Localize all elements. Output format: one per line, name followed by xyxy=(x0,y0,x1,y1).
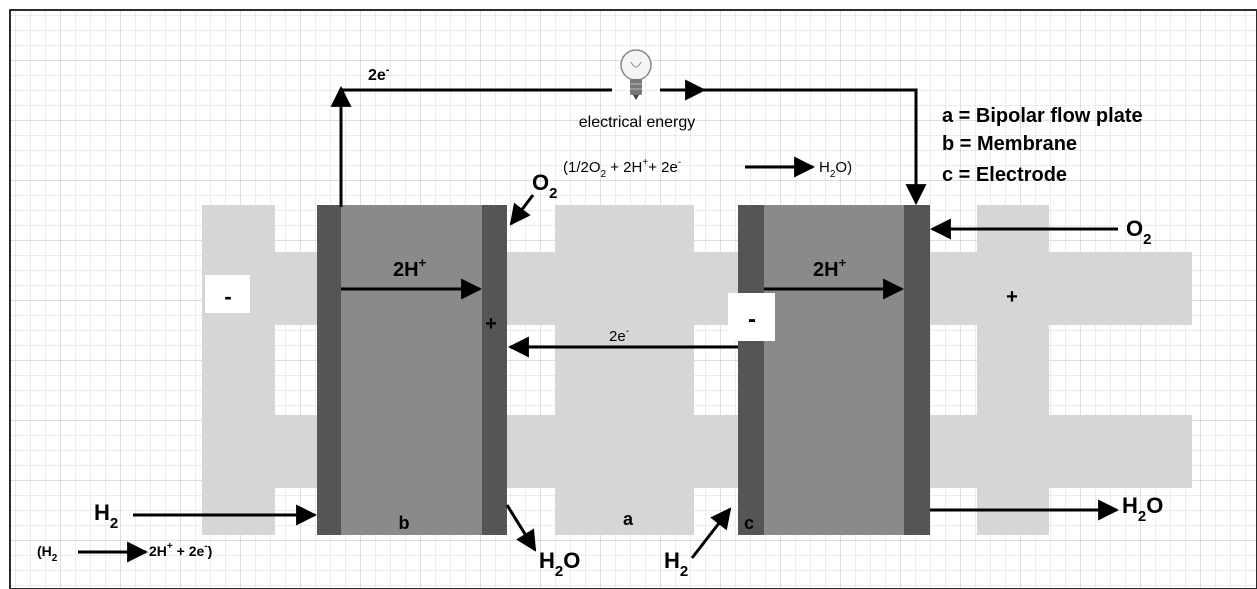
electrode-label-c: c xyxy=(744,513,754,533)
internal-electron-label: 2e- xyxy=(609,326,629,345)
external-circuit xyxy=(330,79,927,207)
cathode-o2-label: O2 xyxy=(532,170,557,202)
right-membrane xyxy=(764,205,904,535)
right-plus-sign: + xyxy=(1006,286,1018,308)
h2o-output-left-label: H2O xyxy=(539,548,580,580)
proton-label-right: 2H+ xyxy=(813,255,847,281)
o2-input-label: O2 xyxy=(1126,216,1151,248)
right-cathode-electrode xyxy=(904,205,930,535)
h2o-output-right-label: H2O xyxy=(1122,493,1163,525)
h2-input-left-label: H2 xyxy=(94,500,118,532)
left-cathode-electrode xyxy=(482,205,507,535)
diagram-frame xyxy=(9,9,1257,589)
anode-reaction-products: 2H+ + 2e-) xyxy=(149,541,212,559)
flow-plate-label-a: a xyxy=(623,509,634,529)
h2-input-bottom-arrow xyxy=(690,507,732,559)
right-minus-sign: - xyxy=(748,306,756,333)
right-minus-box xyxy=(728,293,775,341)
h2-input-bottom-label: H2 xyxy=(664,548,688,580)
lightbulb-icon xyxy=(620,49,652,100)
cathode-reaction-product: H2O) xyxy=(819,159,852,180)
anode-reaction-start: (H2 xyxy=(37,543,58,564)
left-minus-box xyxy=(205,275,250,313)
left-flow-plate xyxy=(202,205,317,535)
left-minus-sign: - xyxy=(224,284,231,309)
cathode-o2-arrow xyxy=(509,194,535,226)
right-anode-electrode xyxy=(738,205,764,535)
legend-item-c: c = Electrode xyxy=(942,164,1067,186)
circuit-top-wire-far xyxy=(700,88,927,206)
legend-item-a: a = Bipolar flow plate xyxy=(942,105,1143,127)
legend-item-b: b = Membrane xyxy=(942,133,1077,155)
left-membrane xyxy=(341,205,482,535)
left-anode-electrode xyxy=(317,205,341,535)
cathode-reaction-equation: (1/2O2 + 2H++ 2e- xyxy=(563,157,681,180)
right-flow-plate xyxy=(930,205,1192,535)
h2o-output-left-arrow xyxy=(505,504,537,552)
circuit-electron-label: 2e- xyxy=(368,64,390,84)
left-plus-sign: + xyxy=(485,313,497,335)
membrane-label-b: b xyxy=(399,513,410,533)
proton-label-left: 2H+ xyxy=(393,255,427,281)
electrical-energy-label: electrical energy xyxy=(579,114,696,131)
